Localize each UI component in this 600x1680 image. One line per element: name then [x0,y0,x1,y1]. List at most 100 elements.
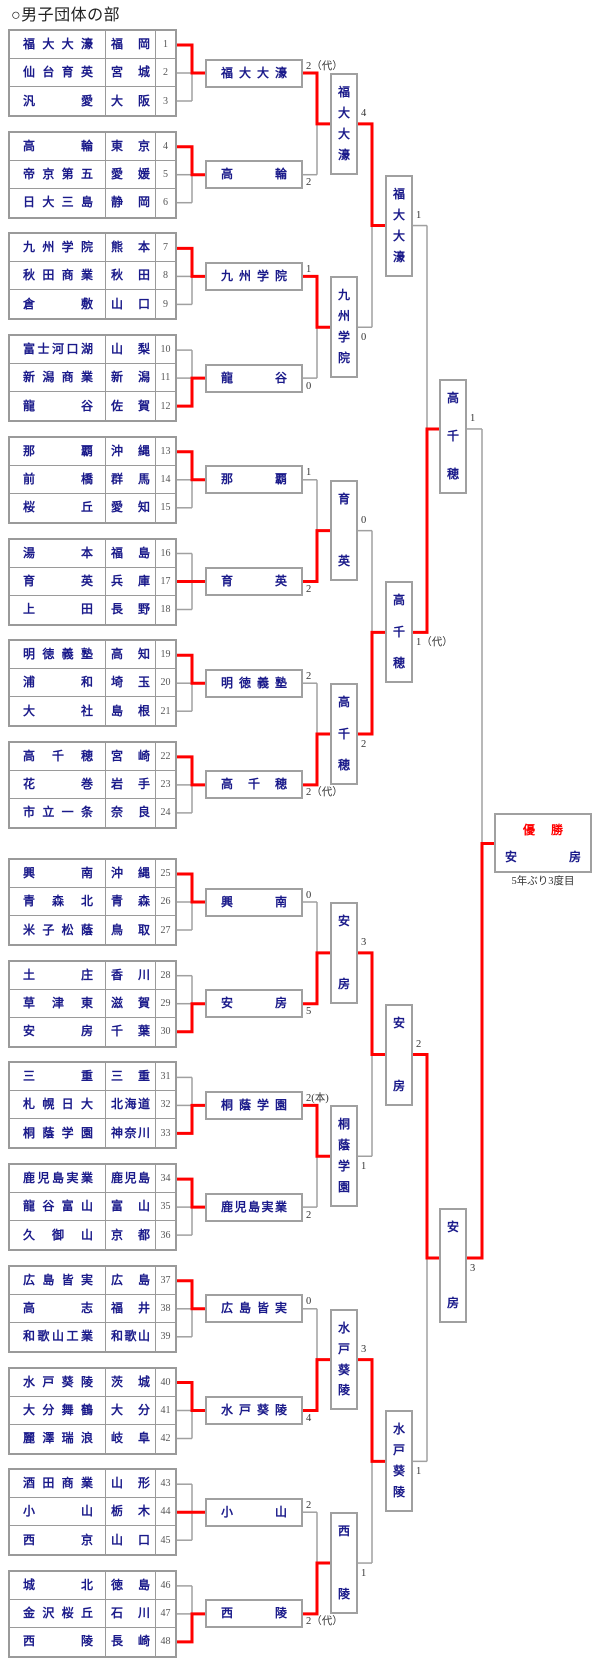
glyph: 英 [80,65,93,79]
glyph: 良 [137,805,150,820]
glyph: 谷 [42,1199,55,1214]
team-number: 29 [160,997,171,1009]
glyph: 戸 [337,1341,350,1356]
glyph: 道 [137,1097,150,1112]
glyph: 桐 [221,1097,234,1112]
team-number: 5 [163,168,168,180]
glyph: 州 [337,309,350,324]
glyph: 千 [111,1024,124,1039]
team-prefecture: 埼玉 [106,669,156,697]
glyph: 熊 [111,240,124,255]
team-prefecture: 福島 [106,539,156,567]
round2-score: 4 [361,107,367,119]
glyph: 都 [137,1227,150,1242]
glyph: 塾 [80,647,93,662]
glyph: 東 [80,995,93,1010]
team-prefecture: 富山 [106,1193,156,1221]
team-name: 草津東 [10,989,106,1017]
round2-winner-path [301,274,332,329]
team-name: 広島皆実 [10,1266,106,1294]
glyph: 富 [61,1199,74,1214]
glyph: 興 [221,894,234,909]
team-prefecture: 沖縄 [106,437,156,465]
glyph: 東 [111,138,124,153]
glyph: 高 [23,138,36,153]
group-score: 0 [306,889,312,901]
glyph: 舞 [61,1402,74,1417]
glyph: 敷 [80,296,93,311]
glyph: 丘 [80,1605,93,1620]
glyph: 島 [238,1301,251,1316]
glyph: 長 [111,602,124,616]
glyph: 桜 [23,500,36,515]
group-score: 2 [306,1499,312,1511]
team-name: 明徳義塾 [10,641,106,669]
round3-winner-path [356,630,387,736]
round3-box: 福大大濠 [385,174,413,277]
team-prefecture: 大分 [106,1396,156,1424]
glyph: 福 [111,545,124,560]
glyph: 松 [61,922,74,937]
glyph: 沢 [42,1605,55,1620]
team-name: 高千穂 [10,742,106,770]
glyph: 宮 [111,748,124,763]
team-name: 市立一条 [10,798,106,827]
group-winner-box: 九州学院 [205,261,303,291]
team-prefecture: 千葉 [106,1017,156,1046]
glyph: 山 [80,1199,93,1214]
team-prefecture: 秋田 [106,262,156,290]
glyph: 札 [23,1097,36,1112]
glyph: 金 [23,1605,36,1620]
glyph: 九 [221,268,234,283]
glyph: 小 [23,1504,36,1519]
glyph: 明 [23,647,36,662]
glyph: 英 [80,573,93,588]
glyph: 和 [111,1329,124,1344]
glyph: 龍 [221,370,234,385]
glyph: 賀 [137,995,150,1010]
glyph: 育 [23,573,36,588]
group-winner-path [175,376,207,408]
champion-winner-path [465,841,496,1260]
glyph: 安 [446,1219,459,1234]
glyph: 園 [80,1125,93,1140]
glyph: 丘 [80,500,93,515]
team-number: 17 [160,575,171,587]
glyph: 重 [137,1069,150,1084]
team-name: 水戸葵陵 [10,1368,106,1396]
glyph: 実 [66,1171,79,1186]
glyph: 山 [274,1504,287,1519]
glyph: 馬 [137,471,150,486]
round4-score: 3 [470,1262,476,1274]
glyph: 那 [23,443,36,458]
team-name: 那覇 [10,437,106,465]
glyph: 取 [137,922,150,937]
glyph: 子 [42,922,55,937]
team-number: 8 [163,270,168,282]
glyph: 覇 [274,472,287,487]
glyph: 福 [337,85,350,99]
glyph: 本 [80,545,93,560]
glyph: 穂 [392,656,405,671]
team-name: 秋田商業 [10,262,106,290]
glyph: 蔭 [42,1125,55,1140]
glyph: 福 [392,186,405,201]
group-winner-box: 龍谷 [205,363,303,393]
glyph: 三 [23,1069,36,1084]
glyph: 園 [274,1097,287,1112]
team-name: 汎愛 [10,87,106,115]
glyph: 安 [505,849,518,864]
glyph: 院 [80,240,93,255]
group-score: 4 [306,1413,312,1424]
glyph: 沖 [111,443,124,458]
glyph: 条 [80,805,93,820]
team-name: 龍谷 [10,392,106,421]
glyph: 輪 [274,167,287,182]
glyph: 千 [247,777,260,792]
glyph: 穂 [337,757,350,772]
